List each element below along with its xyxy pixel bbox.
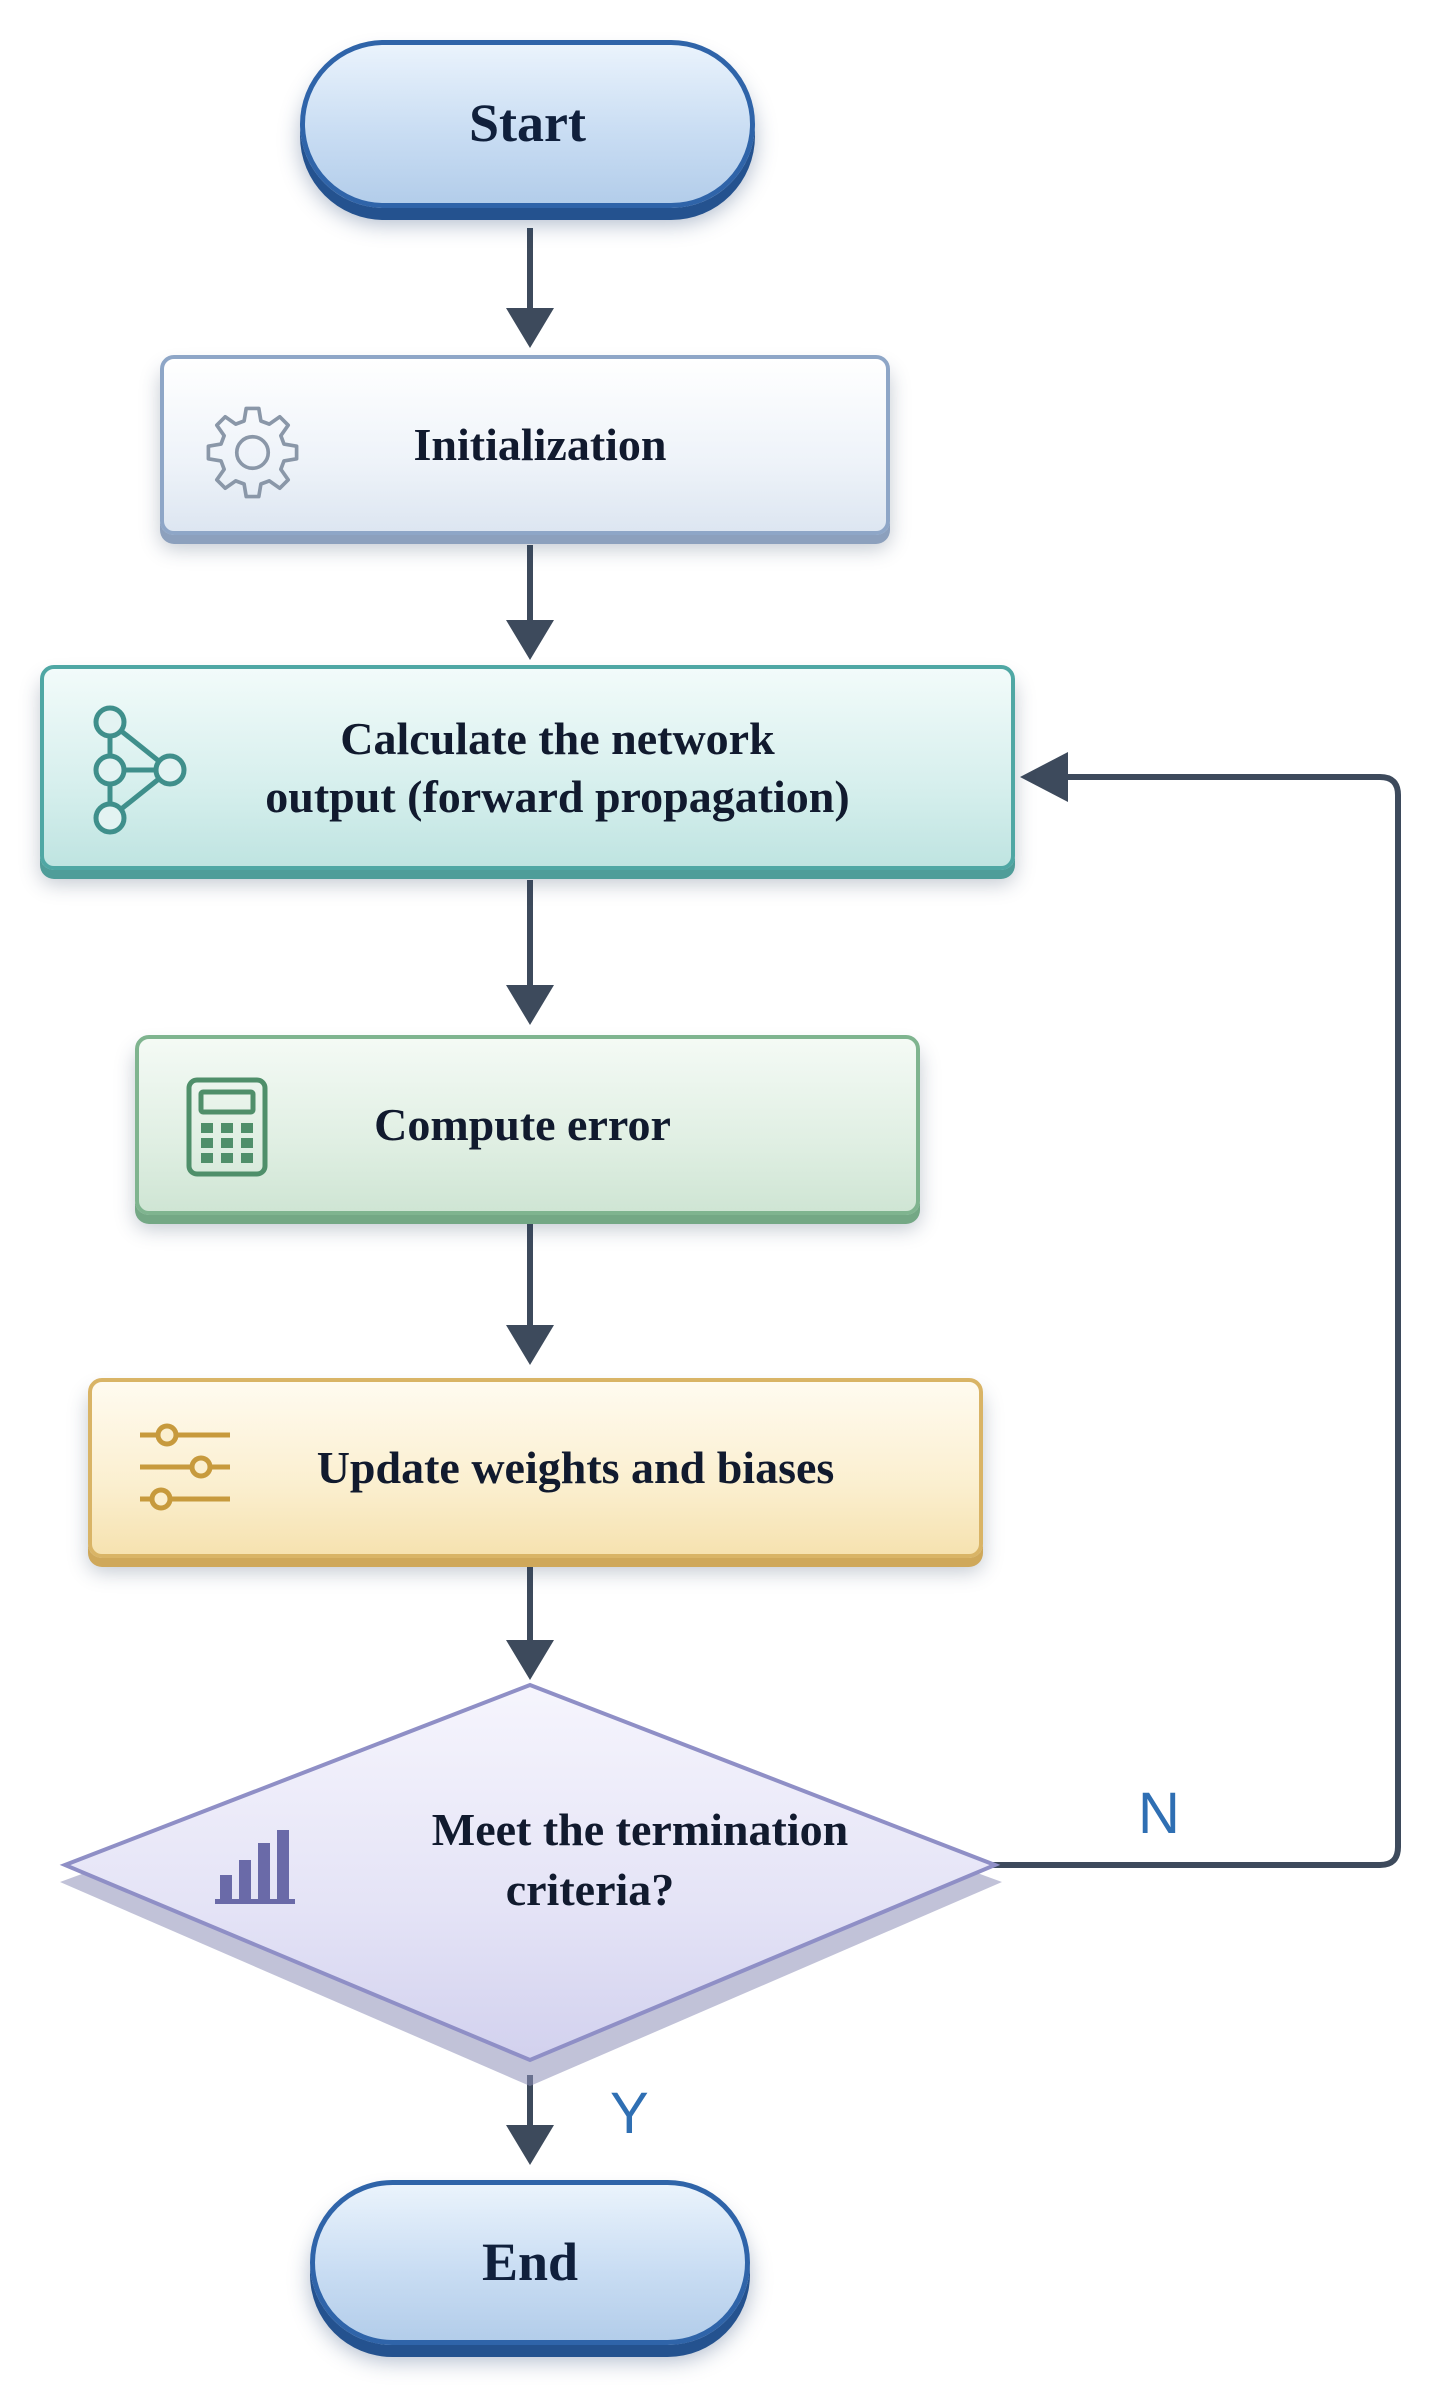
forward-label-line2: output (forward propagation) bbox=[265, 770, 850, 822]
forward-label: Calculate the network output (forward pr… bbox=[265, 710, 849, 825]
arrowhead-decision bbox=[506, 1640, 554, 1680]
arrowhead-forward bbox=[506, 620, 554, 660]
forward-label-line1: Calculate the network bbox=[340, 713, 775, 764]
update-label: Update weights and biases bbox=[316, 1442, 835, 1494]
no-branch-label: N bbox=[1138, 1781, 1180, 1846]
bar-chart-icon bbox=[215, 1830, 295, 1904]
arrowhead-error bbox=[506, 985, 554, 1025]
loop-back-connector bbox=[990, 774, 1401, 1868]
arrowhead-loop bbox=[1020, 752, 1068, 802]
arrowhead-end bbox=[506, 2125, 554, 2165]
forward-propagation-box: Calculate the network output (forward pr… bbox=[40, 665, 1015, 870]
arrowhead-update bbox=[506, 1325, 554, 1365]
start-label: Start bbox=[469, 93, 586, 154]
start-terminal: Start bbox=[300, 40, 755, 208]
decision-label: Meet the termination criteria? bbox=[300, 1800, 900, 1920]
gear-icon bbox=[206, 406, 299, 499]
decision-label-line1: Meet the termination bbox=[431, 1804, 849, 1855]
arrowhead-init bbox=[506, 308, 554, 348]
decision-diamond bbox=[59, 1682, 1002, 2086]
initialization-box: Initialization bbox=[160, 355, 890, 535]
network-graph-icon bbox=[93, 705, 187, 835]
sliders-icon bbox=[140, 1423, 230, 1511]
end-label: End bbox=[481, 2231, 579, 2292]
compute-error-label: Compute error bbox=[374, 1099, 671, 1151]
update-weights-box: Update weights and biases bbox=[88, 1378, 983, 1558]
initialization-label: Initialization bbox=[413, 419, 667, 471]
calculator-icon bbox=[186, 1077, 268, 1177]
yes-branch-label: Y bbox=[610, 2081, 649, 2146]
end-terminal: End bbox=[310, 2180, 750, 2345]
decision-label-line2: criteria? bbox=[505, 1863, 675, 1915]
